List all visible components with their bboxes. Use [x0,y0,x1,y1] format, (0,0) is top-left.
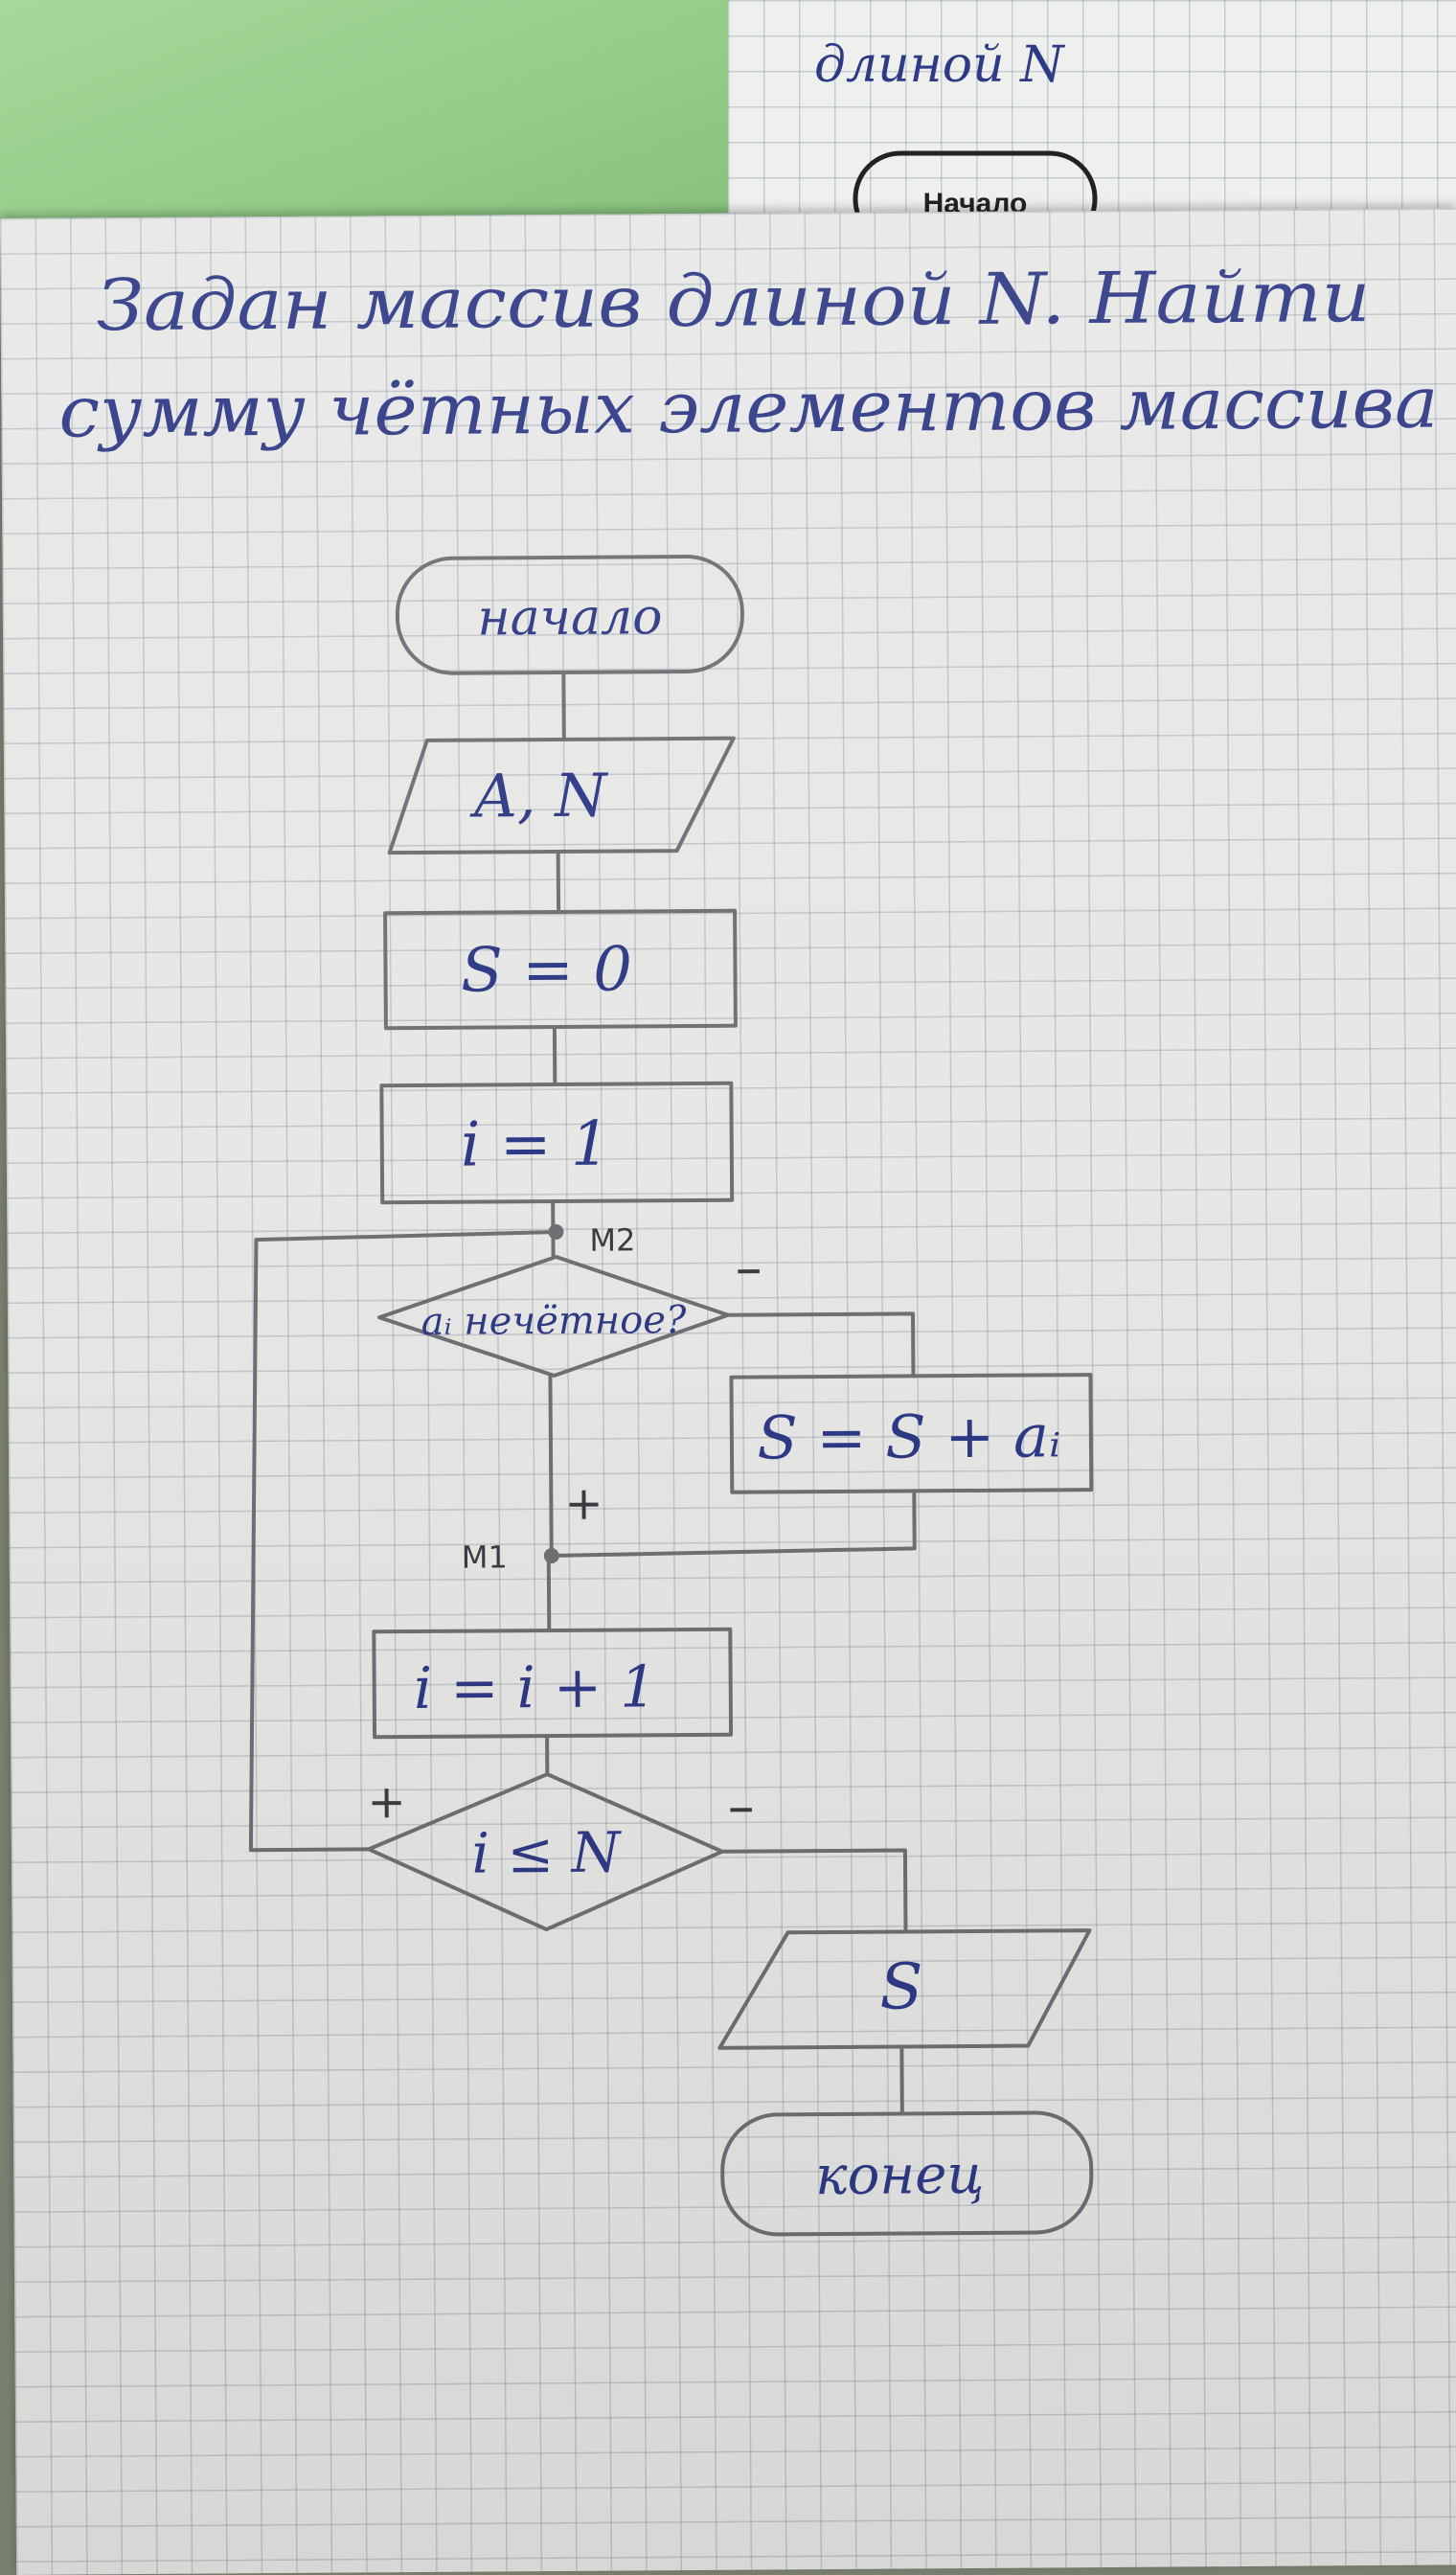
input-block: A, N [387,736,736,855]
output-block: S [717,1928,1092,2050]
add-step-block: S = S + aᵢ [729,1373,1094,1494]
decision-odd-plus: + [564,1477,603,1531]
decision-loop-plus: + [367,1775,406,1829]
init-index-block: i = 1 [379,1081,735,1205]
decision-odd-label: aᵢ нечётное? [421,1298,688,1344]
increment-block: i = i + 1 [372,1627,734,1740]
init-sum-label: S = 0 [461,934,632,1006]
decision-odd-minus: – [735,1237,762,1299]
flowchart-drawing: Задан массив длиной N. Найти сумму чётны… [58,256,1439,2237]
back-sheet: длиной N Начало [728,0,1456,249]
label-m2: M2 [589,1221,635,1258]
back-sheet-text: длиной N [814,36,1065,94]
decision-loop: i ≤ N [366,1772,724,1932]
init-sum-block: S = 0 [383,908,738,1031]
decision-loop-label: i ≤ N [471,1820,622,1886]
task-line-2: сумму чётных элементов массива [58,362,1439,454]
end-terminator: конец [720,2110,1094,2237]
decision-odd: aᵢ нечётное? [377,1254,731,1378]
input-label: A, N [469,761,610,832]
label-m1: M1 [462,1538,508,1575]
connector-lines [248,670,917,2116]
junction-m2-dot [548,1223,564,1240]
start-terminator: начало [395,555,744,675]
decision-loop-minus: – [727,1776,754,1838]
green-notebook-background [0,0,747,239]
init-index-label: i = 1 [461,1109,610,1181]
task-line-1: Задан массив длиной N. Найти [96,256,1371,347]
main-sheet: Задан массив длиной N. Найти сумму чётны… [0,208,1456,2575]
junction-m1-dot [543,1548,559,1564]
add-step-label: S = S + aᵢ [757,1401,1061,1472]
end-label: конец [815,2144,985,2207]
increment-label: i = i + 1 [414,1653,657,1722]
output-label: S [879,1949,923,2023]
start-label: начало [477,588,662,647]
